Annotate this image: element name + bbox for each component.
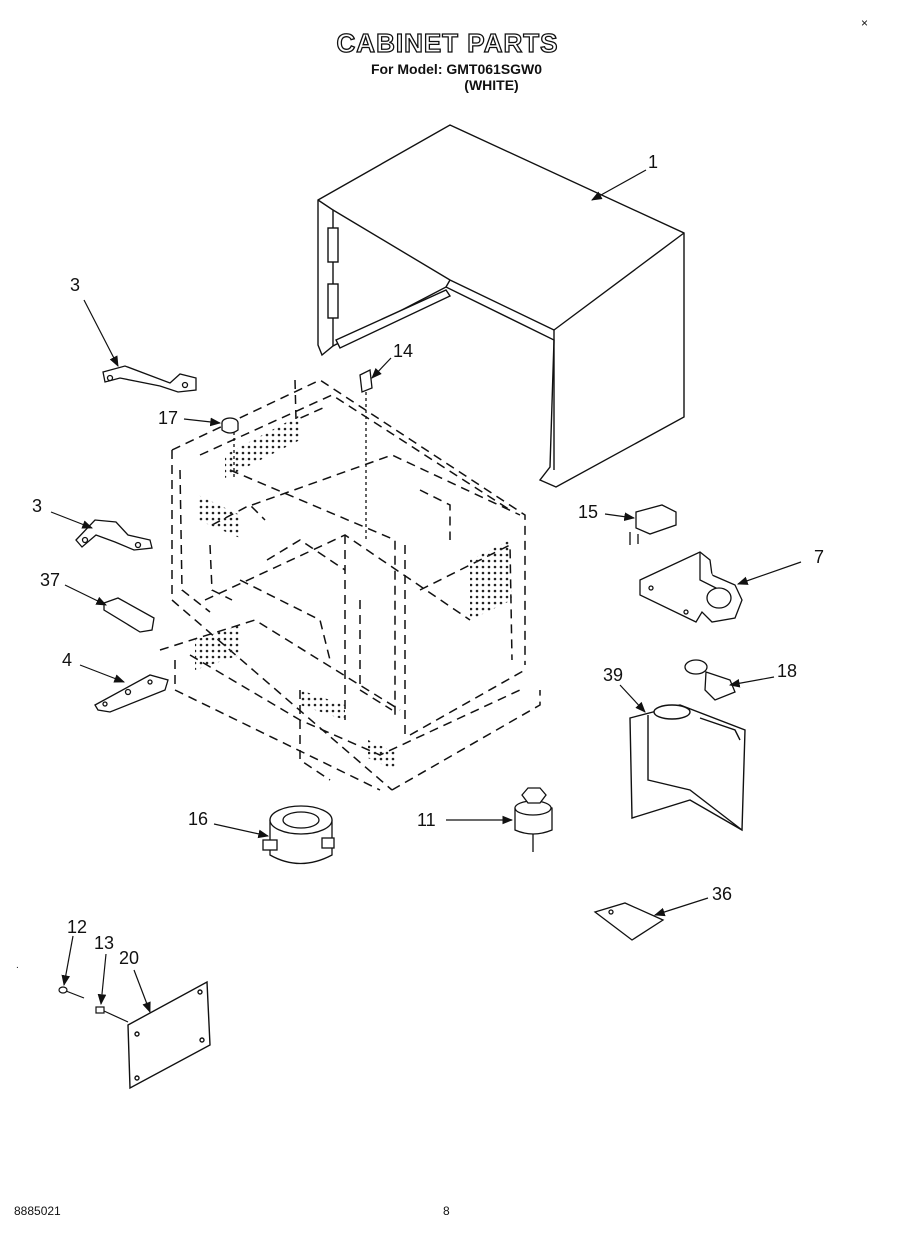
callout-label: 12 xyxy=(67,917,88,937)
page-header: CABINET PARTS For Model: GMT061SGW0 (WHI… xyxy=(0,27,897,93)
page-title: CABINET PARTS xyxy=(336,27,559,58)
callout-label: 7 xyxy=(814,547,825,567)
callout-label: 14 xyxy=(393,341,414,361)
callout-label: 18 xyxy=(777,661,798,681)
callout-label: 20 xyxy=(119,948,140,968)
air-duct xyxy=(629,704,746,832)
cavity-vent-patterns xyxy=(195,415,512,770)
corner-mark: × xyxy=(861,16,869,30)
shield-plate xyxy=(103,597,155,633)
coupler xyxy=(514,787,553,852)
dot-mark: . xyxy=(16,960,19,971)
mounting-plate xyxy=(127,980,211,1090)
page-number: 8 xyxy=(443,1204,450,1218)
callout-label: 15 xyxy=(578,502,599,522)
callout-label: 39 xyxy=(603,665,624,685)
bracket-upper xyxy=(102,365,197,393)
cabinet-wrapper xyxy=(317,124,685,488)
lamp-socket xyxy=(684,659,736,701)
bracket-lower xyxy=(75,519,153,551)
callout-label: 4 xyxy=(62,650,73,670)
latch-bracket xyxy=(639,551,743,623)
callout-label: 3 xyxy=(70,275,81,295)
callout-label: 16 xyxy=(188,809,209,829)
motor-mount xyxy=(262,805,335,865)
wire-clip xyxy=(359,369,373,540)
callout-label: 3 xyxy=(32,496,43,516)
cover-plate xyxy=(593,902,665,941)
callout-label: 36 xyxy=(712,884,733,904)
hinge-plate xyxy=(94,674,169,713)
interlock-switch xyxy=(629,504,677,545)
grommet xyxy=(221,417,239,480)
callout-label: 17 xyxy=(158,408,179,428)
document-number: 8885021 xyxy=(14,1204,61,1218)
callout-label: 11 xyxy=(417,810,436,830)
leader-arrows xyxy=(50,169,802,1014)
color-note: (WHITE) xyxy=(464,77,519,93)
cavity-assembly-dashed xyxy=(159,379,541,791)
washer xyxy=(95,1006,129,1023)
model-subtitle: For Model: GMT061SGW0 xyxy=(370,61,543,77)
callout-label: 1 xyxy=(648,152,659,172)
callout-label: 13 xyxy=(94,933,115,953)
callout-label: 37 xyxy=(40,570,61,590)
screw xyxy=(58,986,85,999)
